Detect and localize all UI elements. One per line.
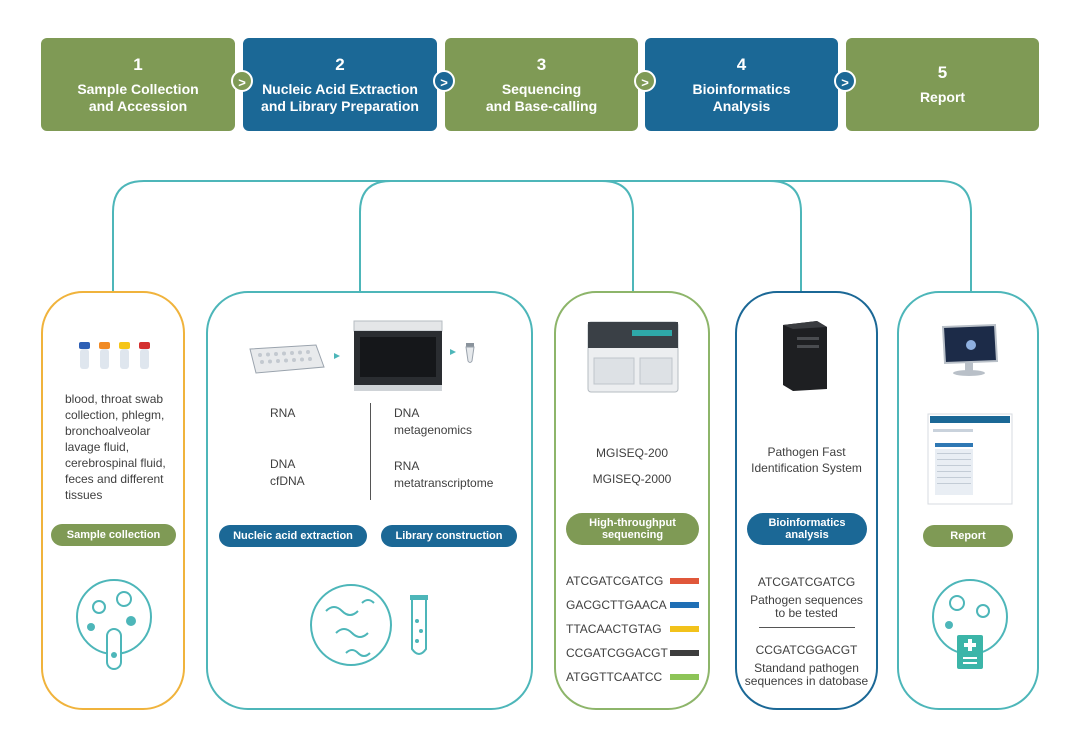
sequence-divider xyxy=(759,627,855,628)
step-number: 4 xyxy=(736,54,747,74)
step-4-bioinformatics: 4 Bioinformatics Analysis xyxy=(645,38,838,131)
sample-types-description: blood, throat swab collection, phlegm, b… xyxy=(65,392,166,502)
workstation-tower-icon xyxy=(783,321,827,391)
chevron-right-icon: > xyxy=(231,70,253,92)
arrow-right-icon xyxy=(450,349,456,355)
sequence-read: CCGATCGGACGT xyxy=(566,646,668,660)
panel-report: Report xyxy=(897,291,1039,710)
sample-tubes-icon xyxy=(79,342,150,369)
metagenomics-label: metagenomics xyxy=(394,423,473,437)
chevron-right-icon: > xyxy=(433,70,455,92)
step-2-nucleic-acid-extraction: 2 Nucleic Acid Extraction and Library Pr… xyxy=(243,38,437,131)
step-3-sequencing: 3 Sequencing and Base-calling xyxy=(445,38,638,131)
sequence-read: ATGGTTCAATCC xyxy=(566,670,663,684)
pathogen-identification-system-label: Pathogen Fast Identification System xyxy=(751,445,862,475)
microbe-flask-icon xyxy=(76,579,152,670)
chevron-right-icon: > xyxy=(634,70,656,92)
step-label: Sample Collection and Accession xyxy=(77,80,199,114)
test-sequence: ATCGATCGATCG xyxy=(757,575,856,589)
mgiseq-200-label: MGISEQ-200 xyxy=(595,446,669,460)
cfdna-label: cfDNA xyxy=(270,474,305,488)
dna-metagenomics-label: DNA xyxy=(394,406,420,420)
sequence-read: ATCGATCGATCG xyxy=(566,574,664,588)
sequence-color-bar xyxy=(670,578,699,584)
sequencer-icon xyxy=(587,321,679,393)
report-document-icon xyxy=(927,413,1013,505)
dna-flask-icon xyxy=(310,584,392,666)
column-divider xyxy=(370,403,371,500)
panel-sample-collection: blood, throat swab collection, phlegm, b… xyxy=(41,291,185,710)
high-throughput-sequencing-pill: High-throughput sequencing xyxy=(566,513,699,545)
report-microbe-icon xyxy=(932,579,1008,669)
step-5-report: 5 Report xyxy=(846,38,1039,131)
mgiseq-2000-label: MGISEQ-2000 xyxy=(592,472,672,486)
reference-sequence-caption: Standand pathogen sequences in datobase xyxy=(744,661,869,688)
bioinformatics-analysis-pill: Bioinformatics analysis xyxy=(747,513,867,545)
panel-sequencing: MGISEQ-200 MGISEQ-2000 High-throughput s… xyxy=(554,291,710,710)
sequence-color-bar xyxy=(670,602,699,608)
sequence-color-bar xyxy=(670,626,699,632)
step-label: Bioinformatics Analysis xyxy=(692,80,791,114)
nucleic-acid-extraction-pill: Nucleic acid extraction xyxy=(219,525,367,547)
step-number: 1 xyxy=(133,54,143,74)
report-pill: Report xyxy=(923,525,1013,547)
extraction-machine-icon xyxy=(353,320,443,391)
chevron-right-icon: > xyxy=(834,70,856,92)
sequence-read: GACGCTTGAACA xyxy=(566,598,667,612)
step-number: 2 xyxy=(335,54,345,74)
step-1-sample-collection: 1 Sample Collection and Accession xyxy=(41,38,235,131)
well-plate-icon xyxy=(249,344,325,374)
panel-extraction-library: RNA DNA cfDNA DNA metagenomics RNA metat… xyxy=(206,291,533,710)
sequence-color-bar xyxy=(670,674,699,680)
test-tube-icon xyxy=(410,595,428,655)
step-number: 3 xyxy=(536,54,547,74)
step-number: 5 xyxy=(937,63,948,82)
metatranscriptome-label: metatranscriptome xyxy=(394,476,494,490)
monitor-icon xyxy=(941,323,999,376)
rna-label: RNA xyxy=(270,406,296,420)
test-sequence-caption: Pathogen sequences to be tested xyxy=(750,593,863,620)
sequence-read: TTACAACTGTAG xyxy=(566,622,662,636)
dna-label: DNA xyxy=(270,457,296,471)
panel-bioinformatics: Pathogen Fast Identification System Bioi… xyxy=(735,291,878,710)
sequence-color-bar xyxy=(670,650,699,656)
step-label: Sequencing and Base-calling xyxy=(485,80,598,114)
microtube-icon xyxy=(465,343,475,363)
arrow-right-icon xyxy=(334,353,340,359)
step-label: Nucleic Acid Extraction and Library Prep… xyxy=(261,80,419,114)
library-construction-pill: Library construction xyxy=(381,525,517,547)
step-label: Report xyxy=(919,89,966,105)
reference-sequence: CCGATCGGACGT xyxy=(755,643,858,657)
rna-metatranscriptome-label: RNA xyxy=(394,459,420,473)
sample-collection-pill: Sample collection xyxy=(51,524,176,546)
